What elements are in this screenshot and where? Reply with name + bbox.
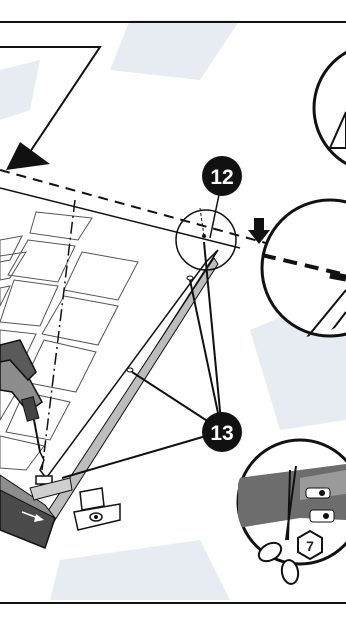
hex-key-icon: 7 <box>298 531 322 559</box>
callout-13-label: 13 <box>210 422 233 445</box>
detail-view-bottom <box>238 440 346 585</box>
detail-view-top <box>314 44 346 172</box>
callout-12: 12 <box>202 156 242 196</box>
callout-12-label: 12 <box>210 166 233 189</box>
tool-badge-label: 7 <box>306 538 314 554</box>
callout-13: 13 <box>202 412 242 452</box>
mounting-bracket-icon <box>74 488 120 530</box>
